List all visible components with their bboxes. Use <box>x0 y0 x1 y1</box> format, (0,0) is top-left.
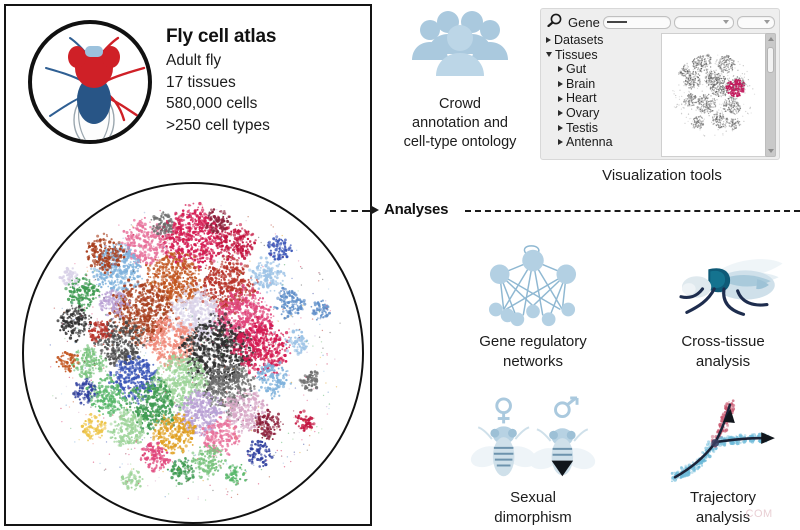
fly-illustration-icon <box>28 20 152 144</box>
analysis-trajectory: Trajectory analysis <box>638 396 800 527</box>
chevron-down-icon <box>546 52 552 58</box>
caption-line: analysis <box>695 352 751 370</box>
caption-line: networks <box>502 352 564 370</box>
caption-line: Crowd <box>439 96 481 112</box>
chevron-right-icon <box>558 110 563 117</box>
search-row: Gene <box>547 13 775 32</box>
tree-item-label: Gut <box>566 62 587 77</box>
analysis-cross-tissue: Cross-tissue analysis <box>638 240 800 371</box>
analysis-caption: Sexual dimorphism <box>448 488 618 527</box>
umap-cluster-plot <box>22 182 364 524</box>
tree-item-label: Datasets <box>554 33 604 47</box>
chevron-right-icon <box>558 124 563 131</box>
chevron-right-icon <box>558 81 563 88</box>
caption-line: Cross-tissue <box>681 333 765 350</box>
caption-line: annotation and <box>412 115 508 131</box>
analysis-gene-regulatory-networks: Gene regulatory networks <box>448 240 618 371</box>
gene-search-label: Gene <box>568 14 600 30</box>
caption-line: Trajectory <box>689 489 757 506</box>
watermark: .COM <box>742 508 773 520</box>
tissue-tree: Datasets Tissues Gut Brain Heart <box>546 33 658 150</box>
magnifier-icon <box>547 13 565 32</box>
atlas-fact: 580,000 cells <box>166 95 258 112</box>
analyses-label: Analyses <box>384 201 449 218</box>
page-title: Fly cell atlas <box>166 26 277 47</box>
tree-item-label: Ovary <box>566 105 600 120</box>
caption-line: cell-type ontology <box>403 134 517 150</box>
tree-item-label: Testis <box>566 120 598 135</box>
network-graph-icon <box>448 240 618 332</box>
caption-line: dimorphism <box>494 508 572 526</box>
atlas-fact: >250 cell types <box>166 116 270 134</box>
fly-side-view-icon <box>638 240 800 332</box>
gene-search-input[interactable] <box>602 15 671 29</box>
tree-item-label: Heart <box>566 91 597 106</box>
scrollbar-thumb[interactable] <box>767 47 774 73</box>
atlas-fact: Adult fly <box>166 52 222 69</box>
atlas-facts: Adult fly 17 tissues 580,000 cells >250 … <box>166 50 270 136</box>
tree-item-label: Tissues <box>555 47 598 62</box>
caption-line: analysis <box>695 508 751 526</box>
analysis-caption: Trajectory analysis <box>638 488 800 527</box>
vertical-scrollbar[interactable] <box>765 33 776 157</box>
scroll-down-icon[interactable] <box>768 149 774 153</box>
connector-line-right <box>465 210 800 212</box>
analysis-caption: Cross-tissue analysis <box>638 332 800 371</box>
visualization-window: Gene Datasets Tissues Gut <box>540 8 780 160</box>
crowd-annotation-block: Crowd annotation and cell-type ontology <box>385 8 535 152</box>
female-male-flies-icon <box>448 396 618 488</box>
umap-grayscale-plot[interactable] <box>661 33 767 157</box>
chevron-right-icon <box>558 95 563 102</box>
chevron-right-icon <box>558 139 563 146</box>
connector-line-stub <box>352 210 370 212</box>
tree-item-brain[interactable]: Brain <box>546 77 658 92</box>
analyses-connector: Analyses <box>330 200 800 222</box>
chevron-right-icon <box>558 66 563 73</box>
crowd-people-icon <box>385 8 535 91</box>
tree-item-gut[interactable]: Gut <box>546 62 658 77</box>
caption-line: Sexual <box>510 489 556 506</box>
analysis-sexual-dimorphism: Sexual dimorphism <box>448 396 618 527</box>
tree-item-datasets[interactable]: Datasets <box>546 33 658 48</box>
caption-line: Gene regulatory <box>479 333 587 350</box>
filter-dropdown-one[interactable] <box>673 15 734 29</box>
connector-line-left <box>330 210 368 212</box>
chevron-right-icon <box>546 37 551 44</box>
branching-trajectory-icon <box>638 396 800 488</box>
visualization-tools-caption: Visualization tools <box>602 167 722 184</box>
atlas-fact: 17 tissues <box>166 73 236 91</box>
visualization-tools-block: Gene Datasets Tissues Gut <box>540 8 784 184</box>
arrow-right-icon <box>370 205 379 215</box>
tree-item-antenna[interactable]: Antenna <box>546 135 658 150</box>
atlas-panel: Fly cell atlas Adult fly 17 tissues 580,… <box>4 4 372 526</box>
tree-item-label: Brain <box>566 76 596 91</box>
tree-item-testis[interactable]: Testis <box>546 121 658 136</box>
tree-item-tissues[interactable]: Tissues <box>546 48 658 63</box>
analysis-caption: Gene regulatory networks <box>448 332 618 371</box>
tree-item-ovary[interactable]: Ovary <box>546 106 658 121</box>
filter-dropdown-two[interactable] <box>736 15 775 29</box>
scroll-up-icon[interactable] <box>768 37 774 41</box>
tree-item-label: Antenna <box>566 135 613 150</box>
crowd-annotation-caption: Crowd annotation and cell-type ontology <box>385 95 535 152</box>
tree-item-heart[interactable]: Heart <box>546 91 658 106</box>
